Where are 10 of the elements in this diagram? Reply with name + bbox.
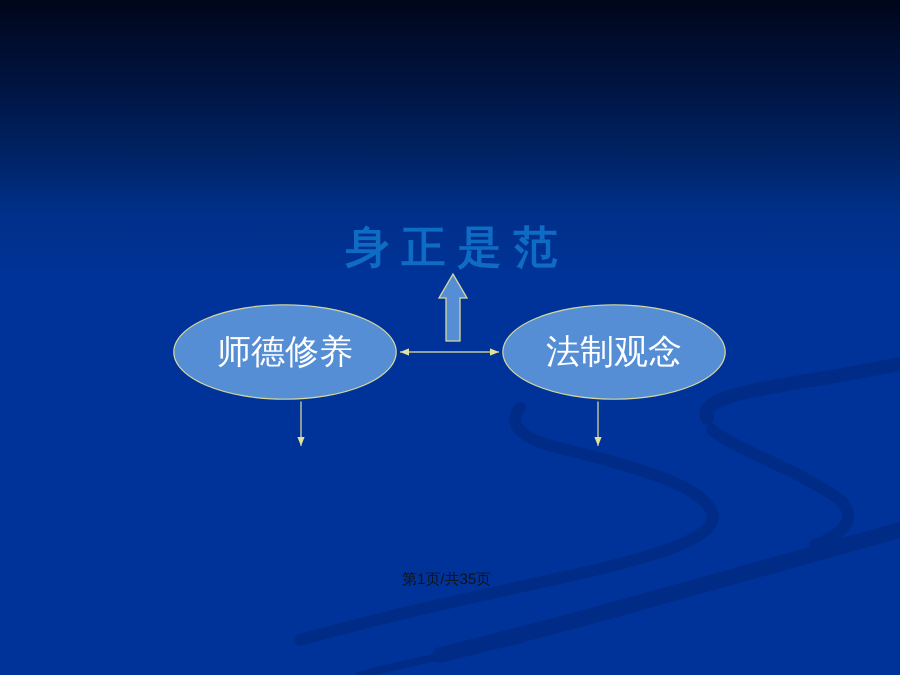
arrow <box>297 402 305 446</box>
concept-label: 法制观念 <box>546 332 682 372</box>
double-arrow <box>400 348 499 356</box>
concept-label: 师德修养 <box>217 332 353 372</box>
concept-ellipse <box>173 304 397 400</box>
slogan-text: 身正是范 <box>330 222 585 274</box>
arrow <box>594 402 602 446</box>
concept-ellipse <box>502 304 726 400</box>
page-number: 第1页/共35页 <box>402 571 492 589</box>
block-arrow <box>438 272 468 342</box>
